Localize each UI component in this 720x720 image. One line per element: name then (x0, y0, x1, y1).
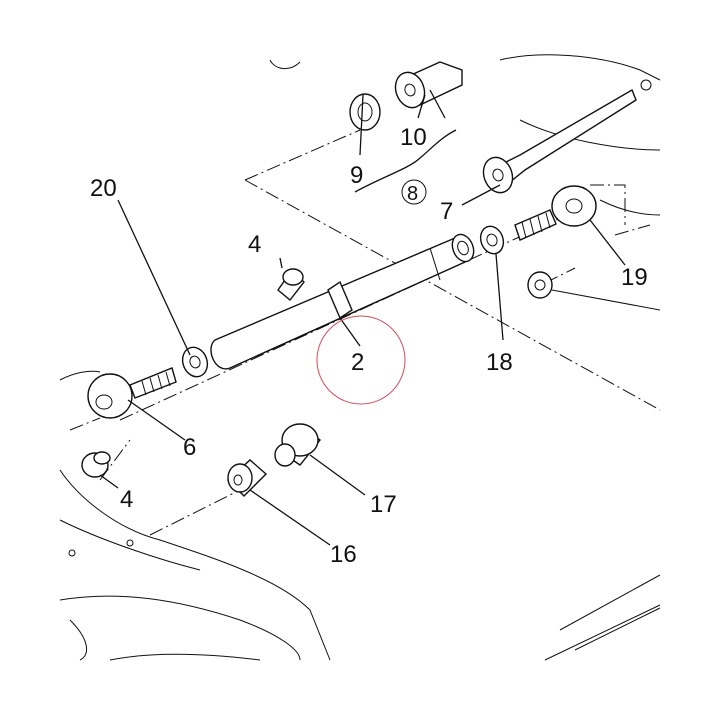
callout-18: 18 (486, 349, 513, 376)
callout-4-top: 4 (248, 231, 261, 258)
part-2-rod (210, 233, 475, 370)
highlight-circle (316, 315, 406, 405)
background-body-outline (59, 54, 661, 661)
part-19-rod-end (514, 185, 597, 241)
callout-16: 16 (330, 541, 357, 568)
part-spacer-right (527, 271, 661, 311)
part-16-sleeve (226, 459, 268, 497)
part-18-bush (479, 225, 505, 255)
callout-10: 10 (400, 124, 427, 151)
callout-17: 17 (370, 491, 397, 518)
part-4-spacer-bottom (81, 451, 111, 478)
callout-8-circle (401, 179, 427, 205)
part-9-washer (349, 93, 381, 131)
part-20-bush (181, 346, 209, 378)
callout-8: 8 (407, 183, 418, 205)
part-4-spacer-top (277, 268, 305, 302)
callout-6: 6 (183, 434, 196, 461)
callout-4-bottom: 4 (120, 486, 133, 513)
callout-7: 7 (440, 198, 453, 225)
part-17-bush (274, 423, 321, 467)
leader-lines (99, 89, 626, 546)
callout-19: 19 (621, 264, 648, 291)
callout-2: 2 (351, 349, 364, 376)
part-6-rod-end (87, 367, 177, 419)
callout-20: 20 (90, 175, 117, 202)
part-7-bolt (482, 88, 637, 194)
part-10-nut (394, 61, 463, 109)
callout-9: 9 (350, 162, 363, 189)
